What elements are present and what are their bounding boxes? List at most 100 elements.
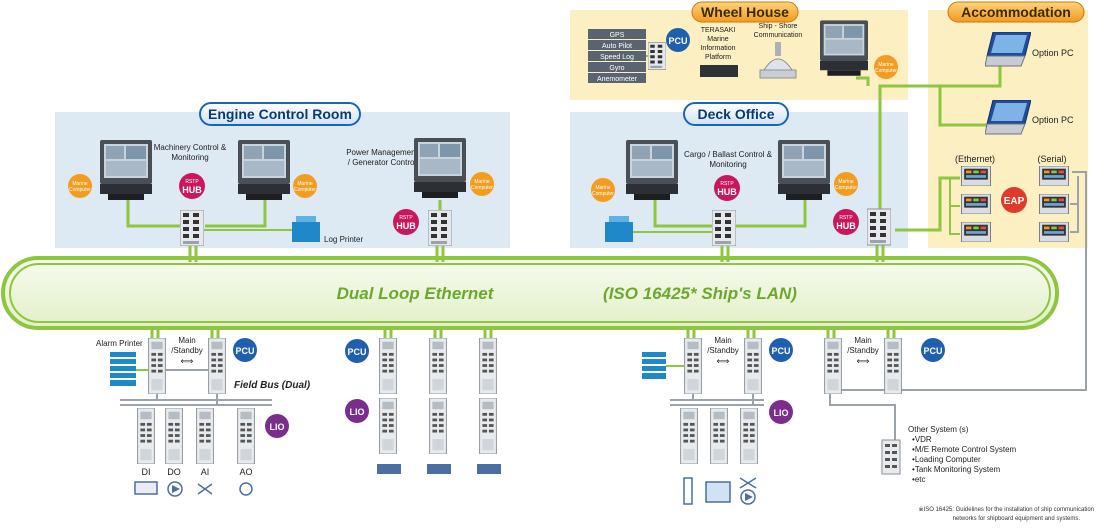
svg-text:EAP: EAP — [1004, 196, 1025, 207]
center-controller-3 — [479, 338, 497, 394]
eap-panel-ethernet-2 — [960, 194, 992, 214]
footnote: ※ISO 16425: Guidelines for the installat… — [919, 506, 1094, 522]
lio-badge-center: LIO — [345, 399, 369, 423]
eap-panel-serial-3 — [1038, 222, 1070, 242]
main-standby-label-right: Main /Standby ⟺ — [707, 336, 739, 366]
io-module-ai — [196, 408, 214, 464]
marine-computer-ecr-2: Marine Computer — [293, 174, 317, 198]
cargo-monitor-1 — [626, 140, 678, 200]
svg-text:RSTP: RSTP — [399, 215, 413, 221]
ao-device-icon — [239, 482, 253, 496]
svg-text:Marine: Marine — [878, 62, 894, 68]
option-pc-label-2: Option PC — [1032, 115, 1074, 125]
marine-computer-ecr-1: Marine Computer — [68, 174, 92, 198]
rstp-hub-ecr-2: RSTP HUB — [393, 209, 419, 235]
svg-text:Accommodation: Accommodation — [961, 4, 1071, 20]
machinery-monitor-2 — [238, 140, 290, 200]
svg-text:/Standby: /Standby — [171, 346, 203, 355]
svg-text:LIO: LIO — [350, 407, 365, 417]
tank-icon — [705, 481, 731, 503]
level-gauge-icon — [683, 477, 693, 505]
center-controller-2 — [429, 338, 447, 394]
svg-text:PCU: PCU — [347, 347, 366, 357]
eap-panel-ethernet-3 — [960, 222, 992, 242]
svg-text:Main: Main — [854, 336, 871, 345]
io-module-di — [137, 408, 155, 464]
option-pc-label-1: Option PC — [1032, 48, 1074, 58]
controller-main-far-right — [824, 338, 842, 394]
cargo-ballast-label: Cargo / Ballast Control & Monitoring — [684, 150, 773, 169]
svg-text:Computer: Computer — [294, 187, 316, 193]
svg-text:Cargo / Ballast Control &: Cargo / Ballast Control & — [684, 150, 773, 159]
svg-text:•M/E Remote Control System: •M/E Remote Control System — [912, 445, 1017, 454]
pcu-badge-center: PCU — [345, 339, 369, 363]
right-device-icons — [683, 477, 757, 505]
svg-text:Engine Control Room: Engine Control Room — [208, 106, 352, 122]
satellite-antenna-icon — [759, 42, 797, 79]
right-io-2 — [710, 408, 728, 464]
marine-computer-ecr-3: Marine Computer — [470, 172, 494, 196]
svg-text:Computer: Computer — [875, 68, 897, 74]
accommodation-title: Accommodation — [947, 1, 1085, 23]
eap-badge: EAP — [1001, 187, 1027, 213]
machinery-monitor-1 — [100, 140, 152, 200]
svg-text:networks for shipboard equipme: networks for shipboard equipment and sys… — [953, 516, 1081, 522]
svg-text:※ISO 16425: Guidelines for the: ※ISO 16425: Guidelines for the installat… — [919, 506, 1094, 513]
power-management-monitor — [414, 138, 466, 198]
svg-text:Communication: Communication — [754, 32, 803, 39]
rstp-hub-deck-1: RSTP HUB — [714, 175, 740, 201]
svg-text:RSTP: RSTP — [839, 215, 853, 221]
controller-standby-right — [744, 338, 762, 394]
main-standby-label-far-right: Main /Standby ⟺ — [847, 336, 879, 366]
field-bus-lines-right — [670, 394, 764, 406]
svg-text:RSTP: RSTP — [720, 181, 734, 187]
io-label-ao: AO — [239, 467, 252, 477]
svg-text:•etc: •etc — [912, 475, 925, 484]
svg-text:/ Generator Control: / Generator Control — [348, 158, 417, 167]
valve-icon — [197, 483, 213, 495]
svg-text:Machinery Control &: Machinery Control & — [154, 143, 227, 152]
pcu-badge-wheel-house: PCU — [666, 28, 690, 52]
svg-text:•Tank Monitoring System: •Tank Monitoring System — [912, 465, 1001, 474]
io-module-ao — [237, 408, 255, 464]
svg-text:Monitoring: Monitoring — [709, 160, 746, 169]
svg-text:Computer: Computer — [471, 185, 493, 191]
eap-panel-serial-2 — [1038, 194, 1070, 214]
svg-text:Marine: Marine — [297, 181, 313, 187]
sensor-gyro: Gyro — [609, 65, 624, 72]
motor-icon — [134, 481, 158, 495]
ship-shore-communication-label: Ship - Shore Communication — [754, 23, 803, 39]
log-printer-label: Log Printer — [324, 235, 363, 244]
sensor-gps: GPS — [610, 32, 625, 39]
alarm-printer-label: Alarm Printer — [96, 339, 143, 348]
svg-text:HUB: HUB — [836, 221, 856, 231]
ecr-switch-2 — [428, 210, 452, 246]
svg-text:Marine: Marine — [595, 185, 611, 191]
eap-panel-serial-1 — [1038, 166, 1070, 186]
wheel-house-switch — [648, 41, 666, 71]
lio-badge-left: LIO — [265, 414, 289, 438]
cargo-monitor-2 — [778, 140, 830, 200]
dual-loop-ring: Dual Loop Ethernet (ISO 16425* Ship's LA… — [1, 256, 1059, 330]
svg-text:PCU: PCU — [235, 346, 254, 356]
wheel-house-monitor — [820, 20, 868, 76]
svg-text:Marine: Marine — [838, 179, 854, 185]
io-device-icons — [134, 481, 253, 497]
controller-main-left — [148, 338, 166, 394]
svg-text:Other System (s): Other System (s) — [908, 425, 969, 434]
engine-device-icons — [377, 464, 501, 474]
svg-text:⟺: ⟺ — [181, 356, 194, 366]
rstp-hub-deck-2: RSTP HUB — [833, 209, 859, 235]
svg-text:TERASAKI: TERASAKI — [701, 27, 736, 34]
svg-text:Marine: Marine — [707, 36, 729, 43]
other-system-link — [829, 398, 896, 440]
deck-office-title: Deck Office — [683, 102, 789, 126]
pcu-badge-right-1: PCU — [769, 338, 793, 362]
io-label-do: DO — [167, 467, 181, 477]
other-systems-list: Other System (s) •VDR •M/E Remote Contro… — [908, 425, 1017, 484]
io-label-ai: AI — [201, 467, 210, 477]
pcu-badge-right-2: PCU — [921, 338, 945, 362]
wheel-house-title: Wheel House — [691, 1, 799, 23]
svg-text:RSTP: RSTP — [185, 179, 199, 185]
